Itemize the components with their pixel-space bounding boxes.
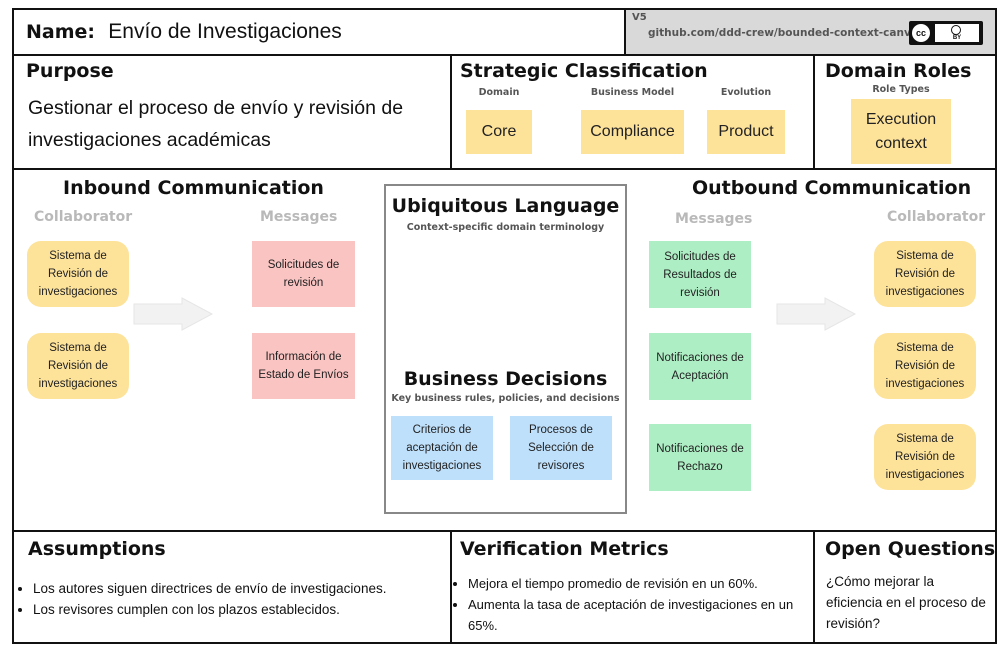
domain-label: Domain: [478, 87, 520, 98]
divider-bottom-sections: [12, 530, 997, 532]
by-area: BY: [935, 24, 979, 42]
inbound-collaborator-2: Sistema de Revisión de investigaciones: [27, 333, 129, 399]
open-question-text: ¿Cómo mejorar la eficiencia en el proces…: [826, 574, 986, 631]
evolution-sticky: Product: [707, 110, 785, 154]
verification-metrics-title: Verification Metrics: [460, 538, 669, 560]
inbound-collaborator-label: Collaborator: [34, 209, 133, 225]
outbound-messages-label: Messages: [675, 211, 753, 227]
canvas-frame: [12, 8, 997, 644]
cc-by-badge: cc BY: [909, 21, 983, 45]
outbound-arrow-icon: [776, 297, 857, 331]
inbound-arrow-icon: [133, 297, 214, 331]
metric-item: Mejora el tiempo promedio de revisión en…: [468, 573, 810, 594]
inbound-message-2: Información de Estado de Envíos: [252, 333, 355, 399]
business-model-label: Business Model: [590, 87, 675, 98]
business-decision-2: Procesos de Selección de revisores: [510, 416, 612, 480]
inbound-collaborator-1: Sistema de Revisión de investigaciones: [27, 241, 129, 307]
outbound-title: Outbound Communication: [692, 177, 972, 199]
assumption-item: Los autores siguen directrices de envío …: [33, 578, 447, 599]
inbound-messages-label: Messages: [260, 209, 338, 225]
business-decisions-subtitle: Key business rules, policies, and decisi…: [391, 393, 620, 404]
ubiquitous-language-box: [384, 184, 627, 514]
purpose-text: Gestionar el proceso de envío y revisión…: [28, 97, 404, 151]
role-type-sticky: Execution context: [851, 99, 951, 164]
role-types-label: Role Types: [872, 84, 930, 95]
evolution-label: Evolution: [720, 87, 772, 98]
domain-roles-title: Domain Roles: [825, 60, 972, 82]
outbound-message-1: Solicitudes de Resultados de revisión: [649, 241, 751, 308]
outbound-collaborator-label: Collaborator: [887, 209, 986, 225]
name-label: Name:: [26, 21, 96, 43]
repo-link[interactable]: github.com/ddd-crew/bounded-context-canv…: [648, 27, 925, 39]
by-label: BY: [952, 35, 962, 41]
outbound-collaborator-2: Sistema de Revisión de investigaciones: [874, 333, 976, 399]
business-decision-1: Criterios de aceptación de investigacion…: [391, 416, 493, 480]
assumption-item: Los revisores cumplen con los plazos est…: [33, 599, 447, 620]
outbound-collaborator-3: Sistema de Revisión de investigaciones: [874, 424, 976, 490]
divider-assumptions-metrics: [450, 530, 452, 644]
person-icon: [951, 25, 961, 35]
divider-purpose-strategic: [450, 54, 452, 169]
ubiquitous-subtitle: Context-specific domain terminology: [406, 222, 605, 233]
open-questions-title: Open Questions: [825, 538, 996, 560]
outbound-collaborator-1: Sistema de Revisión de investigaciones: [874, 241, 976, 307]
assumptions-title: Assumptions: [28, 538, 166, 560]
metrics-list: Mejora el tiempo promedio de revisión en…: [450, 573, 810, 636]
outbound-message-3: Notificaciones de Rechazo: [649, 424, 751, 491]
outbound-message-2: Notificaciones de Aceptación: [649, 333, 751, 400]
header-meta-box: V5 github.com/ddd-crew/bounded-context-c…: [624, 10, 995, 54]
cc-icon: cc: [912, 24, 930, 42]
business-decisions-title: Business Decisions: [403, 368, 608, 390]
purpose-title: Purpose: [26, 60, 114, 82]
business-model-sticky: Compliance: [581, 110, 684, 154]
name-label-row: Name: Envío de Investigaciones: [26, 20, 342, 44]
version-label: V5: [632, 12, 647, 23]
assumptions-list: Los autores siguen directrices de envío …: [15, 578, 447, 620]
domain-sticky: Core: [466, 110, 532, 154]
divider-metrics-questions: [813, 530, 815, 644]
inbound-message-1: Solicitudes de revisión: [252, 241, 355, 307]
metric-item: Aumenta la tasa de aceptación de investi…: [468, 594, 810, 636]
divider-strategic-roles: [813, 54, 815, 169]
divider-header: [12, 54, 997, 56]
divider-top-sections: [12, 168, 997, 170]
context-name: Envío de Investigaciones: [108, 20, 342, 43]
inbound-title: Inbound Communication: [63, 177, 324, 199]
strategic-title: Strategic Classification: [460, 60, 708, 82]
ubiquitous-title: Ubiquitous Language: [391, 195, 620, 217]
